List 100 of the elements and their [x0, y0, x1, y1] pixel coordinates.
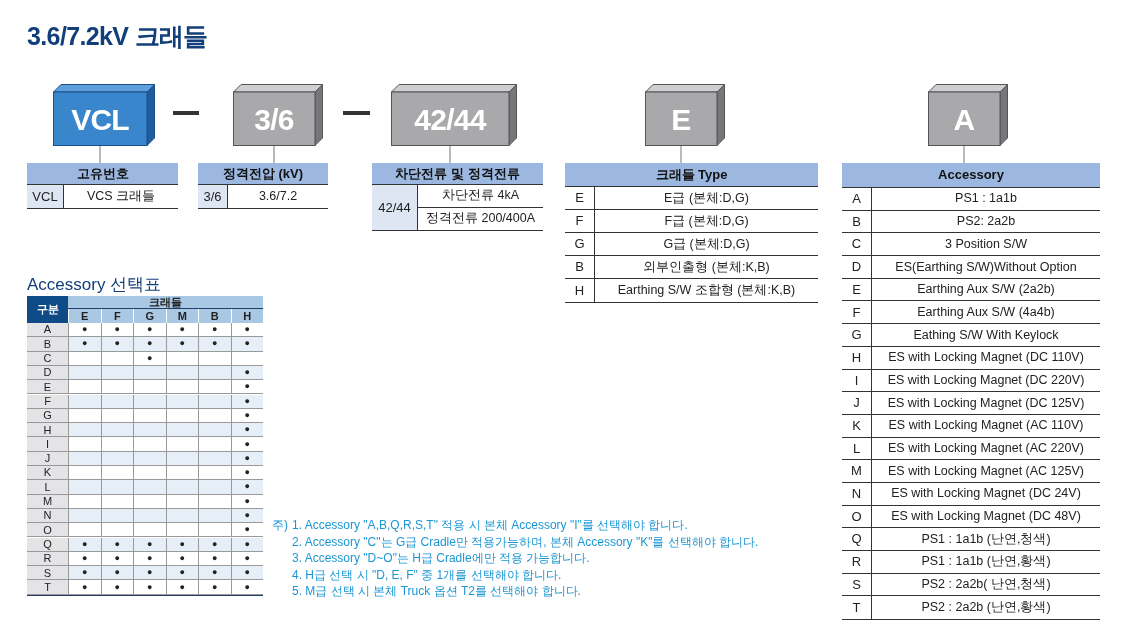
table-cell-text: ES with Locking Magnet (AC 125V): [887, 462, 1085, 480]
table-mark: ●: [244, 496, 250, 506]
table-cell-text: Earthing Aux S/W (2a2b): [916, 281, 1056, 299]
note-marker: 주): [272, 517, 288, 534]
table-mark: ●: [147, 582, 153, 592]
table-header: 크래들: [68, 296, 263, 309]
spec-table: [198, 163, 328, 209]
table-cell-text: VCS 크래들: [85, 188, 157, 206]
table-mark: ●: [244, 339, 250, 349]
table-cell-text: Earthing S/W 조합형 (본체:K,B): [616, 282, 797, 300]
table-mark: ●: [244, 511, 250, 521]
table-cell-text: ES with Locking Magnet (DC 48V): [890, 508, 1082, 526]
table-cell-text: ES with Locking Magnet (DC 24V): [890, 485, 1082, 503]
table-header: 정격전압 (kV): [198, 163, 328, 185]
table-mark: ●: [147, 568, 153, 578]
leader-line: [680, 145, 682, 164]
table-header: B: [198, 309, 231, 323]
page-title: 3.6/7.2kV 크래들: [27, 21, 208, 52]
table-mark: ●: [82, 539, 88, 549]
table-mark: ●: [244, 368, 250, 378]
table-mark: ●: [244, 568, 250, 578]
table-cell: 3/6: [198, 185, 228, 208]
table-mark: ●: [179, 568, 185, 578]
note-text: 1. Accessory "A,B,Q,R,S,T" 적용 시 본체 Accessory "I"를 선택해야 합니다.: [292, 517, 689, 534]
leader-line: [273, 145, 275, 164]
table-cell: E: [27, 380, 68, 395]
table-cell-text: Eathing S/W With Keylock: [912, 326, 1060, 344]
table-cell: I: [27, 437, 68, 452]
table-header: H: [230, 309, 263, 323]
table-cell-text: PS1 : 1a1b (난연,황색): [920, 553, 1052, 571]
table-mark: ●: [212, 325, 218, 335]
table-cell: B: [27, 337, 68, 352]
table-cell-text: 외부인출형 (본체:K,B): [642, 258, 771, 276]
table-mark: ●: [244, 396, 250, 406]
table-header: M: [165, 309, 198, 323]
section-title: Accessory 선택표: [27, 274, 162, 296]
table-cell-text: ES with Locking Magnet (AC 220V): [887, 440, 1085, 458]
table-cell-text: PS2: 2a2b: [955, 213, 1017, 231]
table-mark: ●: [244, 325, 250, 335]
code-text: 3/6: [254, 101, 294, 138]
table-mark: ●: [82, 553, 88, 563]
table-mark: ●: [179, 539, 185, 549]
table-mark: ●: [212, 553, 218, 563]
table-cell: S: [27, 566, 68, 581]
table-mark: ●: [244, 453, 250, 463]
code-text: A: [953, 101, 975, 138]
spec-table: [27, 163, 178, 209]
table-cell: A: [27, 323, 68, 338]
table-mark: ●: [82, 325, 88, 335]
note-text: 5. M급 선택 시 본체 Truck 옵션 T2를 선택해야 합니다.: [292, 583, 582, 600]
table-cell: K: [27, 466, 68, 481]
table-cell-text: ES with Locking Magnet (DC 220V): [886, 371, 1086, 389]
table-mark: ●: [82, 568, 88, 578]
table-header: 구분: [27, 296, 68, 323]
table-cell-text: PS1 : 1a1b (난연,청색): [920, 530, 1052, 548]
table-mark: ●: [147, 539, 153, 549]
leader-line: [963, 145, 965, 164]
table-cell-text: ES with Locking Magnet (DC 110V): [887, 349, 1085, 367]
table-mark: ●: [212, 539, 218, 549]
table-cell: T: [27, 580, 68, 595]
table-mark: ●: [82, 339, 88, 349]
table-mark: ●: [212, 339, 218, 349]
table-mark: ●: [147, 339, 153, 349]
table-cell-text: PS1 : 1a1b: [954, 190, 1018, 208]
table-header: 크래들 Type: [565, 163, 818, 187]
table-mark: ●: [179, 325, 185, 335]
table-cell-text: ES(Earthing S/W)Without Option: [894, 258, 1078, 276]
table-mark: ●: [147, 325, 153, 335]
table-cell: 42/44: [372, 185, 418, 230]
table-mark: ●: [147, 553, 153, 563]
table-mark: ●: [114, 568, 120, 578]
code-text: VCL: [71, 101, 129, 138]
table-cell-text: PS2 : 2a2b (난연,황색): [920, 599, 1052, 617]
table-cell: H: [27, 423, 68, 438]
table-mark: ●: [114, 325, 120, 335]
leader-line: [99, 145, 101, 164]
table-mark: ●: [244, 425, 250, 435]
table-cell-text: ES with Locking Magnet (AC 110V): [887, 417, 1085, 435]
table-mark: ●: [179, 582, 185, 592]
table-mark: ●: [147, 353, 153, 363]
table-mark: ●: [244, 382, 250, 392]
table-mark: ●: [114, 339, 120, 349]
table-header: 고유번호: [27, 163, 178, 185]
table-cell-text: 3.6/7.2: [257, 188, 299, 206]
table-mark: ●: [114, 553, 120, 563]
table-cell-text: F급 (본체:D,G): [663, 212, 750, 230]
table-header: 차단전류 및 정격전류: [372, 163, 543, 185]
leader-line: [449, 145, 451, 164]
table-cell: O: [27, 523, 68, 538]
code-text: E: [671, 101, 691, 138]
table-header: F: [100, 309, 133, 323]
table-cell: VCL: [27, 185, 64, 208]
table-mark: ●: [244, 525, 250, 535]
table-cell: Q: [27, 537, 68, 552]
table-mark: ●: [244, 539, 250, 549]
table-mark: ●: [244, 582, 250, 592]
note-text: 3. Accessory "D~O"는 H급 Cradle에만 적용 가능합니다.: [292, 550, 591, 567]
table-mark: ●: [244, 410, 250, 420]
table-cell-text: 3 Position S/W: [944, 235, 1028, 253]
table-header: Accessory: [842, 163, 1100, 188]
